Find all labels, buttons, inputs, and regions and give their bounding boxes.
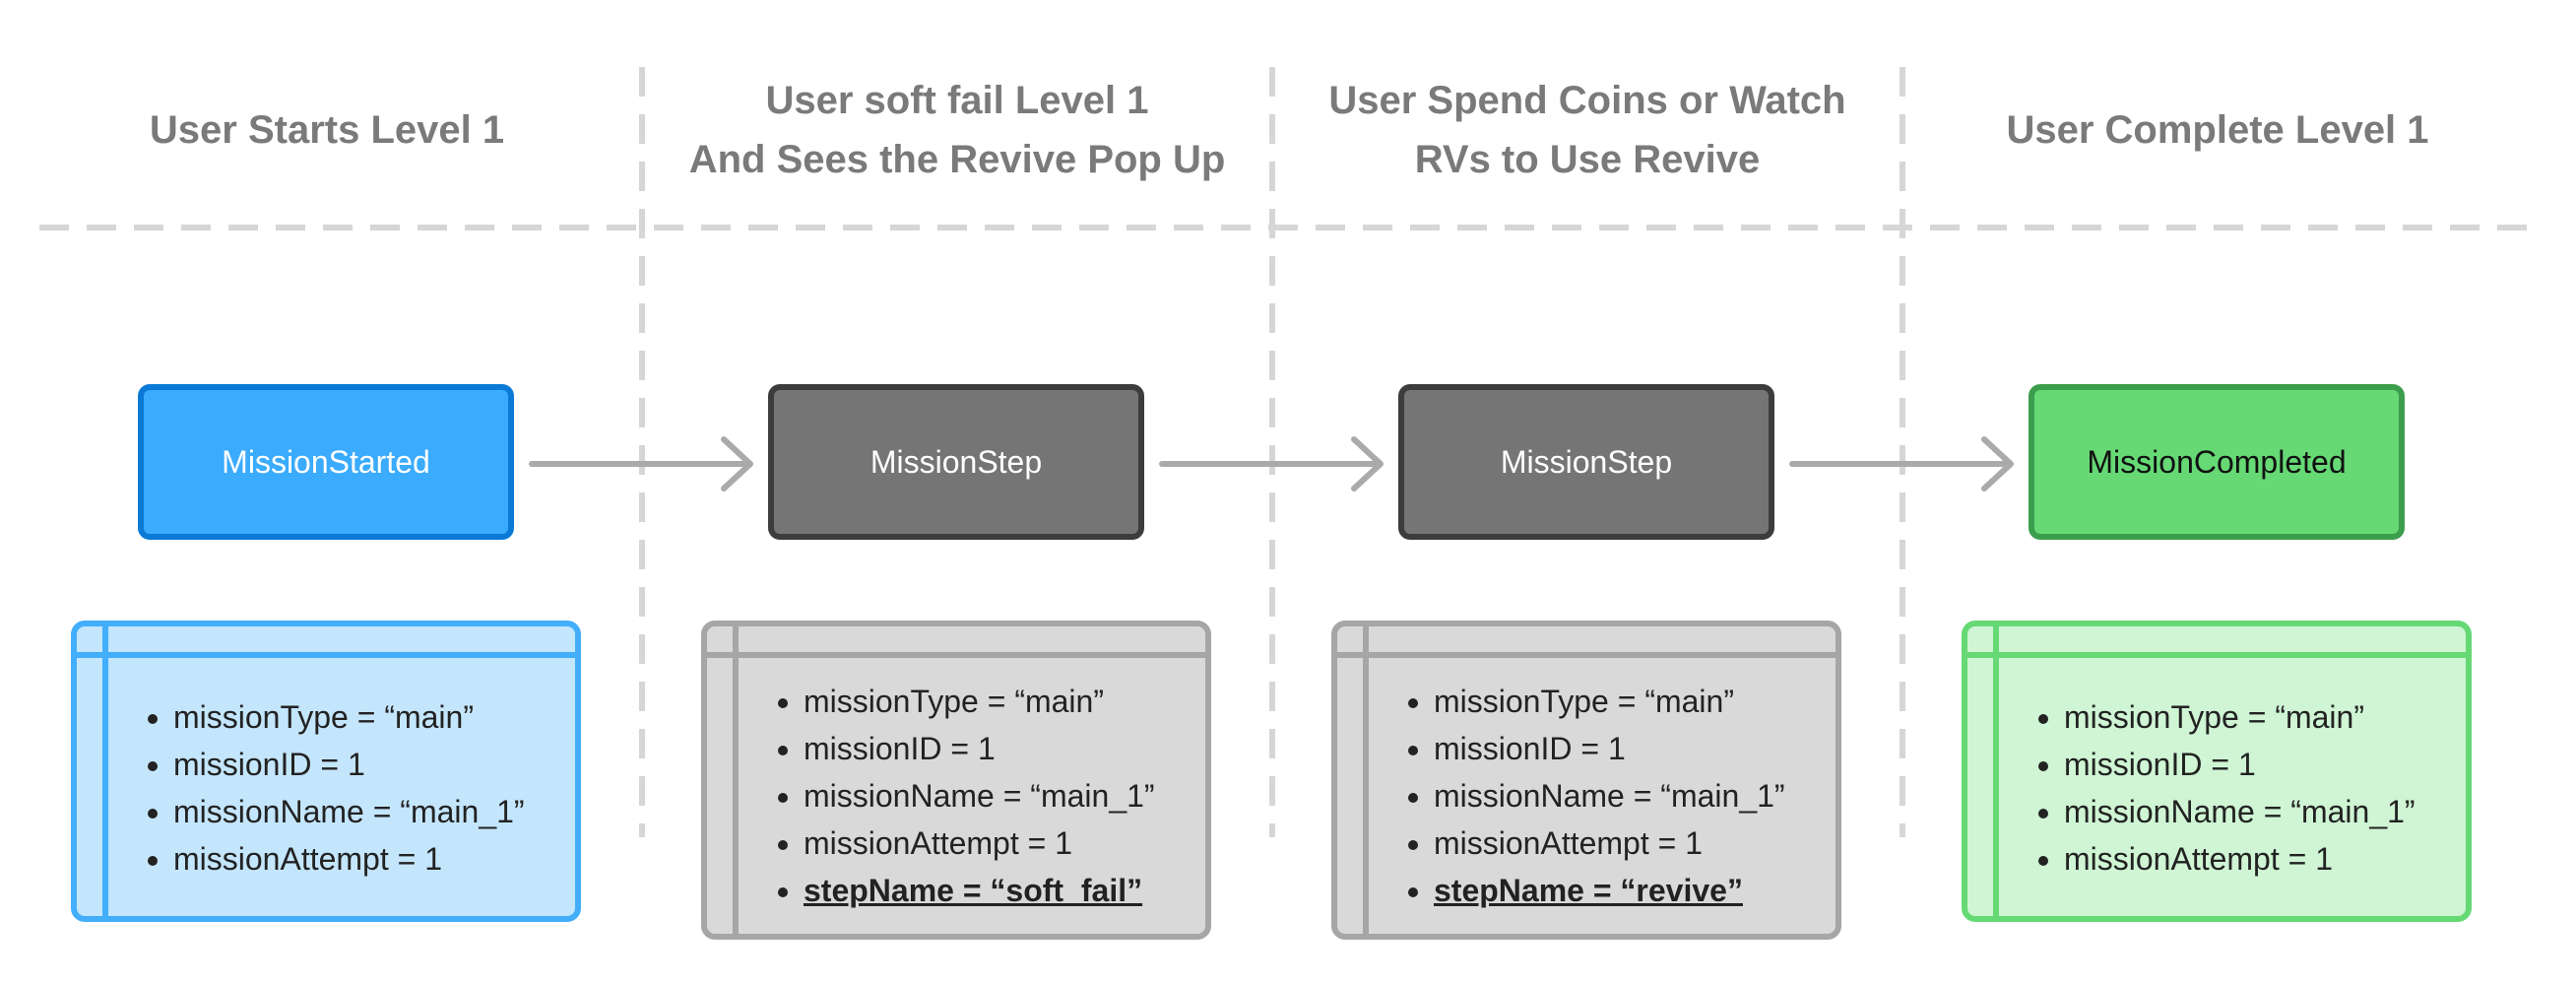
param-item: missionName = “main_1” [1434,772,1785,819]
card-header-bar [77,652,575,658]
arrow-3 [1789,436,2014,492]
param-item: missionAttempt = 1 [2064,835,2415,883]
stage-title-4: User Complete Level 1 [1942,100,2493,160]
param-item: missionID = 1 [2064,741,2415,788]
event-mission-step-soft-fail: MissionStep [768,384,1144,540]
stage-title-line: User soft fail Level 1 [765,79,1149,122]
params-card-mission-started: missionType = “main” missionID = 1 missi… [71,621,581,922]
stage-title-2: User soft fail Level 1 And Sees the Revi… [681,71,1233,189]
card-side-bar [102,626,108,916]
param-item: missionName = “main_1” [804,772,1155,819]
params-list: missionType = “main” missionID = 1 missi… [768,678,1155,914]
card-header-bar [1337,652,1835,658]
param-item: missionType = “main” [173,693,525,741]
params-card-mission-completed: missionType = “main” missionID = 1 missi… [1962,621,2472,922]
event-label: MissionStep [869,443,1043,480]
stage-title-1: User Starts Level 1 [51,100,603,160]
arrow-2 [1159,436,1384,492]
event-label: MissionStep [1500,443,1673,480]
params-list: missionType = “main” missionID = 1 missi… [138,693,525,883]
params-list: missionType = “main” missionID = 1 missi… [1398,678,1785,914]
param-item: missionType = “main” [804,678,1155,725]
params-card-revive: missionType = “main” missionID = 1 missi… [1331,621,1841,940]
param-item: missionName = “main_1” [2064,788,2415,835]
param-item: missionAttempt = 1 [804,819,1155,867]
param-item: missionType = “main” [2064,693,2415,741]
card-header-bar [1967,652,2466,658]
event-label: MissionStarted [222,443,430,480]
card-side-bar [1363,626,1369,934]
stage-title-line: User Complete Level 1 [2006,108,2429,152]
param-item: missionAttempt = 1 [1434,819,1785,867]
params-card-soft-fail: missionType = “main” missionID = 1 missi… [701,621,1211,940]
stage-title-line: User Starts Level 1 [149,108,505,152]
param-item: missionID = 1 [173,741,525,788]
stage-title-3: User Spend Coins or Watch RVs to Use Rev… [1312,71,1863,189]
stage-title-line: User Spend Coins or Watch [1328,79,1846,122]
params-list: missionType = “main” missionID = 1 missi… [2029,693,2415,883]
event-mission-step-revive: MissionStep [1398,384,1774,540]
event-mission-started: MissionStarted [138,384,514,540]
event-label: MissionCompleted [2087,443,2347,480]
param-item: missionAttempt = 1 [173,835,525,883]
param-item: missionID = 1 [804,725,1155,772]
param-item: missionName = “main_1” [173,788,525,835]
stage-title-line: And Sees the Revive Pop Up [688,138,1226,181]
param-item-step-name: stepName = “revive” [1434,867,1785,914]
card-side-bar [1993,626,1999,916]
card-side-bar [733,626,739,934]
card-header-bar [707,652,1205,658]
arrow-1 [529,436,753,492]
param-item-step-name: stepName = “soft_fail” [804,867,1155,914]
event-mission-completed: MissionCompleted [2029,384,2405,540]
param-item: missionID = 1 [1434,725,1785,772]
param-item: missionType = “main” [1434,678,1785,725]
stage-title-line: RVs to Use Revive [1414,138,1761,181]
